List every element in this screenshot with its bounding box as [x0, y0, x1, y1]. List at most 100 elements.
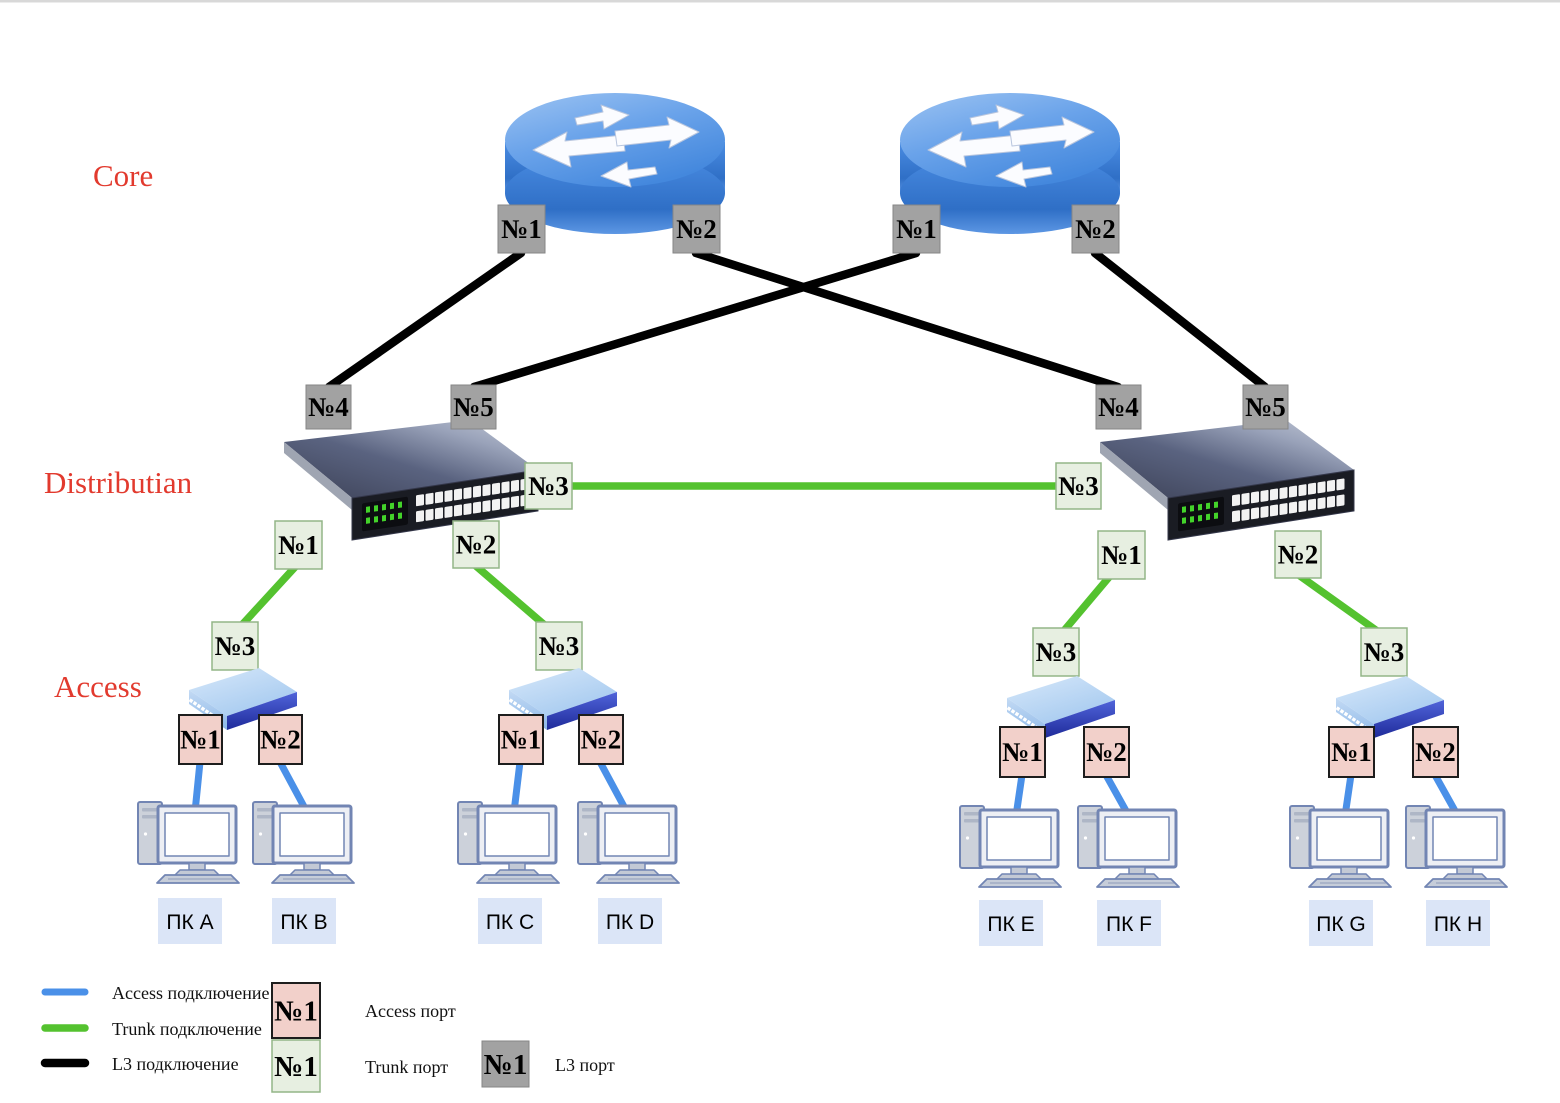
access-link: [191, 758, 204, 816]
port-label: №2: [1415, 737, 1456, 767]
port-box-trunk: №1: [274, 520, 323, 570]
port-label: №5: [453, 392, 494, 422]
port-box-l3: №4: [305, 384, 352, 430]
port-label: №3: [1058, 471, 1099, 501]
pc-label: ПК F: [1097, 900, 1161, 946]
port-box-l3: №4: [1095, 384, 1142, 430]
l3-link: [469, 248, 921, 392]
port-label: №3: [1036, 637, 1077, 667]
port-label: №1: [501, 725, 542, 755]
window-top-edge: [0, 0, 1560, 3]
pc-d: [576, 800, 681, 885]
devices: [136, 92, 1509, 889]
pc-label-text: ПК C: [486, 911, 534, 934]
layer-label-access: Access: [54, 669, 142, 704]
legend-port-label: №1: [274, 1051, 318, 1083]
legend-line-label: Access подключение: [112, 983, 270, 1003]
pc-label-text: ПК H: [1434, 913, 1482, 936]
pc-f: [1076, 804, 1181, 889]
trunk-link: [236, 562, 300, 631]
port-box-access: №1: [178, 714, 223, 765]
ports-under-devices: №3 №3 №3 №3: [211, 621, 1408, 677]
pc-label-text: ПК F: [1106, 913, 1152, 936]
port-box-trunk: №3: [535, 621, 583, 671]
pc-c: [456, 800, 561, 885]
pc-label-text: ПК D: [606, 911, 654, 934]
port-box-l3: №5: [450, 384, 497, 430]
legend-port-label: №1: [484, 1049, 528, 1081]
port-box-access: №2: [1412, 726, 1459, 778]
port-label: №4: [1098, 392, 1139, 422]
port-box-l3: №1: [497, 204, 546, 254]
port-box-trunk: №3: [524, 462, 573, 510]
port-box-access: №1: [999, 726, 1046, 778]
pc-label: ПК H: [1426, 900, 1490, 946]
pc-label: ПК C: [478, 898, 542, 944]
port-box-access: №2: [578, 714, 624, 765]
port-label: №2: [581, 725, 622, 755]
legend-port-trunk: №1 Trunk порт: [271, 1039, 448, 1093]
port-box-trunk: №3: [211, 621, 259, 671]
port-label: №1: [180, 725, 221, 755]
pc-e: [958, 804, 1063, 889]
port-label: №2: [676, 214, 717, 244]
l3-link: [691, 248, 1123, 392]
port-box-trunk: №3: [1055, 462, 1102, 510]
port-box-l3: №2: [1071, 204, 1120, 254]
port-box-l3: №1: [892, 204, 941, 254]
pc-a: [136, 800, 241, 885]
pc-label-text: ПК E: [987, 913, 1034, 936]
port-label: №3: [528, 471, 569, 501]
pc-label: ПК D: [598, 898, 662, 944]
port-box-access: №1: [1328, 726, 1375, 778]
pc-labels: ПК A ПК B ПК C ПК D ПК E ПК F ПК G ПК H: [158, 898, 1490, 946]
pc-label: ПК G: [1309, 900, 1373, 946]
pc-label-text: ПК B: [280, 911, 327, 934]
port-label: №1: [1002, 737, 1043, 767]
access-link: [510, 758, 524, 816]
connection-lines: [191, 248, 1463, 822]
port-box-l3: №5: [1242, 384, 1289, 430]
trunk-link: [472, 562, 552, 632]
port-label: №2: [1075, 214, 1116, 244]
port-label: №3: [1364, 637, 1405, 667]
legend-line-label: L3 подключение: [112, 1054, 239, 1074]
layer-label-core: Core: [93, 158, 153, 193]
port-boxes: №1 №2 №1 №2 №4 №5 №4 №5 №3 №3 №1 №2 №1 №2 №1 №2 №1 №2 №1 №2…: [178, 204, 1459, 778]
legend-port-desc: Access порт: [365, 1001, 456, 1021]
pc-g: [1288, 804, 1393, 889]
port-label: №1: [1331, 737, 1372, 767]
port-box-access: №2: [258, 714, 303, 765]
port-label: №4: [308, 392, 349, 422]
port-label: №2: [1278, 540, 1319, 570]
port-label: №1: [1101, 540, 1142, 570]
port-label: №2: [456, 530, 497, 560]
legend-port-desc: Trunk порт: [365, 1057, 448, 1077]
port-label: №2: [1086, 737, 1127, 767]
port-label: №5: [1245, 392, 1286, 422]
layer-label-distributian: Distributian: [44, 465, 193, 500]
port-label: №1: [896, 214, 937, 244]
port-box-trunk: №2: [452, 520, 500, 569]
pc-b: [251, 800, 356, 885]
port-box-access: №2: [1083, 726, 1130, 778]
port-box-trunk: №1: [1097, 530, 1146, 580]
port-label: №3: [539, 631, 580, 661]
port-box-trunk: №2: [1274, 530, 1322, 579]
pc-h: [1404, 804, 1509, 889]
l3-link: [324, 248, 526, 392]
port-box-l3: №2: [672, 204, 721, 254]
legend-line-label: Trunk подключение: [112, 1019, 262, 1039]
pc-label-text: ПК A: [166, 911, 213, 934]
port-label: №3: [215, 631, 256, 661]
port-box-trunk: №3: [1032, 627, 1080, 677]
port-box-trunk: №3: [1360, 627, 1408, 677]
pc-label: ПК B: [272, 898, 336, 944]
port-label: №2: [260, 725, 301, 755]
